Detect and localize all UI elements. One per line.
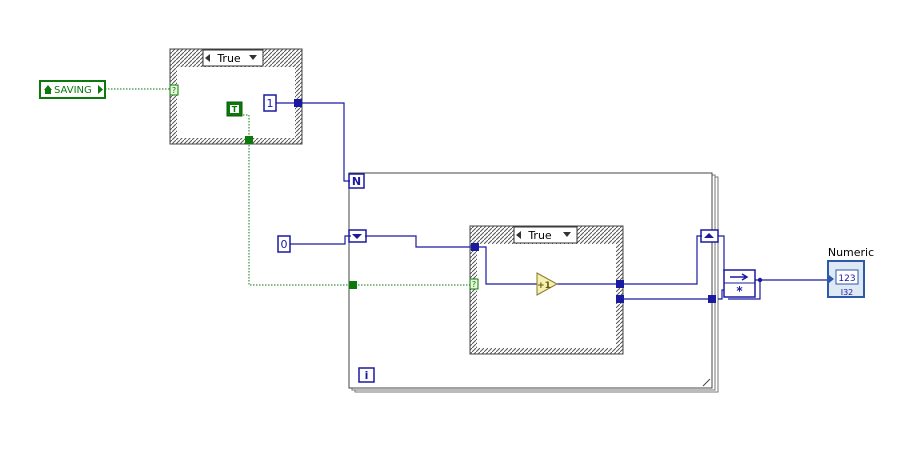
- inner-case-selector[interactable]: True: [513, 226, 578, 244]
- arrow-right-icon: [730, 273, 749, 281]
- svg-text:T: T: [232, 105, 238, 114]
- numeric-indicator[interactable]: Numeric 123 I32: [827, 246, 874, 298]
- saving-control[interactable]: SAVING: [39, 80, 106, 99]
- inner-case-output-tunnel-2: [616, 295, 624, 303]
- outer-case-selector-terminal: ?: [169, 84, 179, 96]
- saving-control-label: SAVING: [54, 85, 92, 96]
- initial-value-constant[interactable]: 0: [277, 235, 291, 253]
- svg-text:?: ?: [172, 86, 176, 95]
- outer-case-prev-arrow[interactable]: [205, 54, 210, 62]
- tunnels: [245, 99, 763, 303]
- boolean-wires[interactable]: [105, 88, 471, 286]
- svg-text:123: 123: [838, 274, 855, 284]
- outer-case-selector-label: True: [216, 52, 241, 65]
- iteration-terminal: i: [358, 367, 375, 383]
- svg-text:*: *: [736, 284, 743, 298]
- svg-text:N: N: [352, 175, 361, 188]
- inner-case-prev-arrow[interactable]: [516, 231, 521, 239]
- inner-case-input-tunnel: [471, 243, 479, 251]
- increment-function[interactable]: +1: [536, 272, 559, 296]
- svg-text:I32: I32: [841, 288, 854, 297]
- loop-count-constant[interactable]: 1: [263, 94, 277, 112]
- for-loop-bool-tunnel: [349, 281, 357, 289]
- svg-text:?: ?: [472, 280, 476, 289]
- house-icon: [44, 85, 52, 94]
- svg-text:1: 1: [267, 97, 274, 110]
- shift-register-left[interactable]: [348, 229, 367, 243]
- boolean-true-constant[interactable]: T: [226, 101, 243, 117]
- multiply-function[interactable]: *: [723, 269, 756, 298]
- svg-text:i: i: [365, 369, 369, 382]
- for-loop-output-tunnel: [708, 295, 716, 303]
- loop-count-terminal: N: [348, 173, 365, 189]
- indicator-input-arrow: [829, 275, 834, 283]
- outer-case-structure[interactable]: True ?: [169, 48, 303, 145]
- inner-case-structure[interactable]: True ?: [469, 225, 624, 355]
- inner-case-dropdown-arrow[interactable]: [563, 232, 571, 237]
- outer-case-dropdown-arrow[interactable]: [249, 55, 257, 60]
- inner-case-selector-label: True: [527, 229, 552, 242]
- inner-case-output-tunnel-1: [616, 280, 624, 288]
- shift-register-right[interactable]: [700, 229, 719, 243]
- outer-case-output-tunnel: [294, 99, 302, 107]
- integer-wires[interactable]: [276, 102, 828, 300]
- inner-case-selector-terminal: ?: [469, 278, 479, 290]
- svg-text:0: 0: [281, 238, 288, 251]
- numeric-indicator-caption: Numeric: [828, 246, 874, 259]
- control-arrow-icon: [98, 85, 103, 94]
- wire-junction: [757, 277, 763, 283]
- outer-case-bool-tunnel: [245, 136, 253, 144]
- outer-case-selector[interactable]: True: [202, 49, 264, 67]
- svg-text:+1: +1: [537, 281, 551, 291]
